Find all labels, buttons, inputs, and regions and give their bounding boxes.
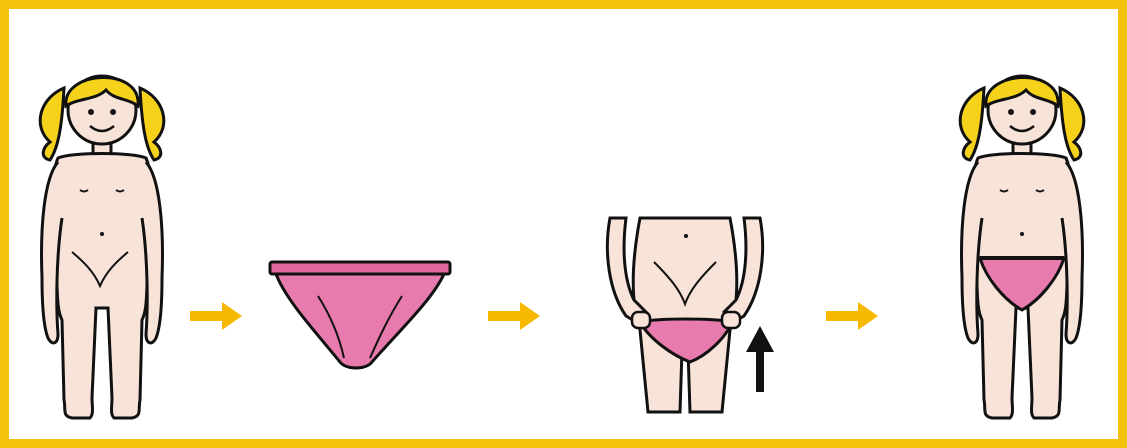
girl-wearing-underpants-figure: [958, 74, 1086, 420]
girl-figure-icon: [38, 74, 166, 420]
up-arrow-icon: [746, 326, 774, 392]
hands-pulling-up-icon: [605, 216, 765, 414]
underpants-icon: [268, 260, 452, 370]
girl-undressed-figure: [38, 74, 166, 420]
right-arrow-icon: [826, 302, 878, 330]
girl-figure-icon: [958, 74, 1086, 420]
right-arrow-icon: [190, 302, 242, 330]
right-arrow-icon: [488, 302, 540, 330]
